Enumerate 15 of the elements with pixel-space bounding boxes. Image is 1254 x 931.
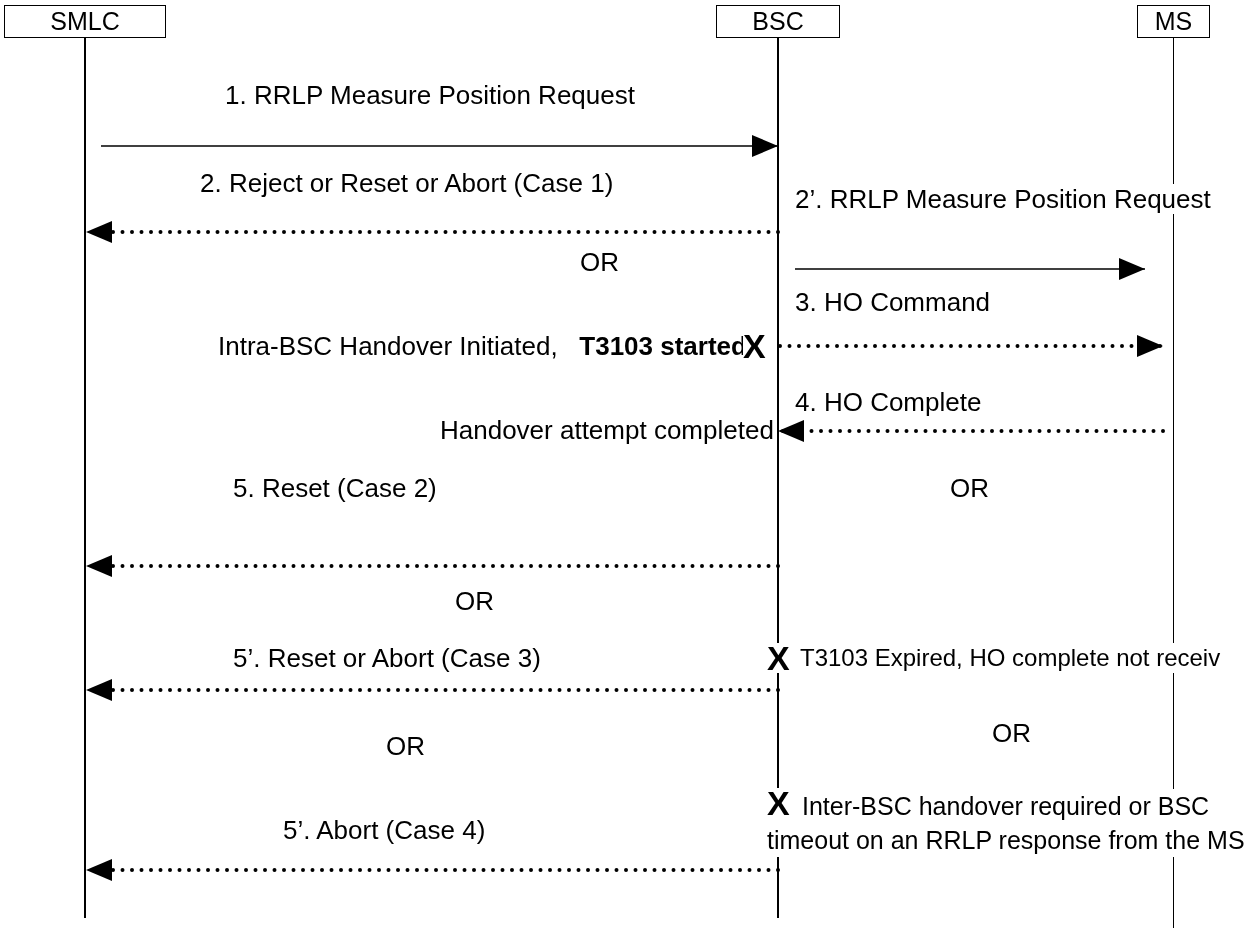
message-label: 2’. RRLP Measure Position Request (795, 184, 1211, 214)
message-arrow (776, 420, 1165, 442)
timer-mark: X (767, 643, 790, 673)
participant-name: BSC (752, 7, 804, 36)
timer-mark: X (767, 788, 790, 818)
participant-name: SMLC (50, 7, 120, 36)
participant-name: MS (1154, 7, 1193, 36)
message-arrow (778, 335, 1165, 357)
message-arrow (100, 135, 779, 157)
message-arrow (84, 859, 780, 881)
note-text: T3103 Expired, HO complete not receiv (800, 643, 1221, 673)
message-arrow (84, 679, 780, 701)
message-arrow (84, 555, 780, 577)
message-arrow (84, 221, 780, 243)
message-arrow (794, 258, 1146, 280)
